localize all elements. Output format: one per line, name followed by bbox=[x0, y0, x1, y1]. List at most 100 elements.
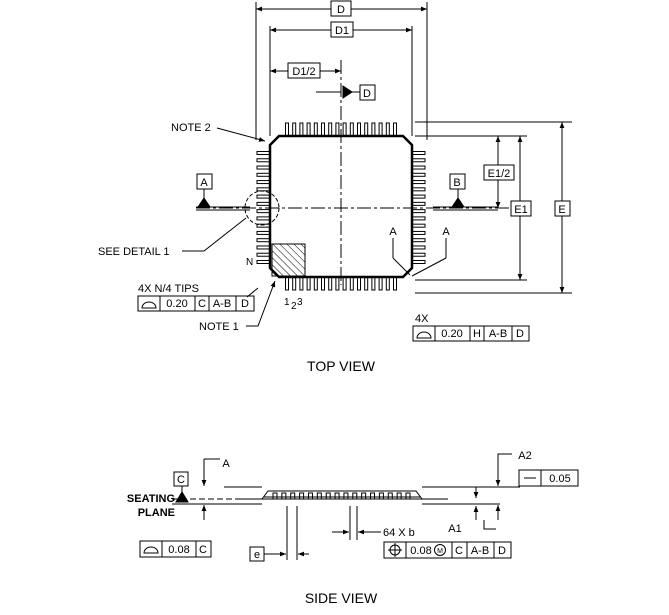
pin-lead bbox=[411, 216, 426, 221]
pin-lead bbox=[256, 194, 271, 199]
fcf-pos-ref3: D bbox=[498, 545, 506, 557]
fcf-right-ref2: A-B bbox=[489, 328, 507, 340]
pin-lead bbox=[357, 122, 361, 137]
side-body bbox=[261, 490, 423, 500]
pin-lead bbox=[256, 180, 271, 185]
profile-surface-icon bbox=[141, 301, 157, 309]
pin-lead bbox=[342, 276, 347, 291]
fcf-pos-ref1: C bbox=[455, 545, 463, 557]
datum-c-label: C bbox=[177, 474, 185, 486]
detail-circle bbox=[244, 190, 280, 226]
pin-lead bbox=[385, 276, 390, 291]
pin-lead bbox=[357, 276, 361, 291]
pin-lead bbox=[328, 276, 333, 291]
pin-lead bbox=[325, 492, 331, 500]
fcf-side-left-value: 0.08 bbox=[168, 544, 189, 556]
lead-width-label: 64 X b bbox=[383, 527, 415, 539]
pin-lead bbox=[411, 238, 426, 243]
pin-lead bbox=[364, 276, 369, 291]
mmc-circle bbox=[434, 544, 446, 556]
view-arrow-a-label: A bbox=[442, 226, 450, 238]
fcf-position-frame bbox=[383, 541, 512, 559]
pin-lead bbox=[364, 122, 369, 137]
note2-leader bbox=[216, 127, 266, 142]
profile-surface-icon bbox=[416, 331, 432, 339]
profile-surface-icon bbox=[143, 546, 159, 554]
pin-lead bbox=[411, 187, 426, 192]
dim-e1-label: E1 bbox=[514, 204, 527, 216]
pin-lead bbox=[292, 122, 297, 137]
pin-lead bbox=[313, 122, 318, 137]
pin-lead bbox=[256, 201, 271, 206]
top-view bbox=[137, 0, 572, 342]
pin-lead bbox=[371, 276, 376, 291]
fcf-pos-value: 0.08 bbox=[410, 545, 431, 557]
see-detail-leader bbox=[182, 217, 247, 252]
fcf-right-caption: 4X bbox=[415, 313, 429, 325]
dim-e1half-label: E1/2 bbox=[488, 168, 511, 180]
pin-lead bbox=[321, 122, 325, 137]
pin-lead bbox=[411, 209, 426, 214]
dim-a2-label: A2 bbox=[518, 450, 531, 462]
dim-a1-label: A1 bbox=[448, 523, 461, 535]
pin-lead bbox=[256, 216, 271, 221]
side-view-title: SIDE VIEW bbox=[305, 590, 378, 606]
pin-n-label: N bbox=[246, 257, 253, 268]
pin-lead bbox=[306, 122, 311, 137]
pin-lead bbox=[411, 180, 426, 185]
fcf-right-ref3: D bbox=[516, 328, 524, 340]
pin-lead bbox=[349, 276, 354, 291]
pin-lead bbox=[411, 223, 426, 228]
datum-a-triangle bbox=[197, 197, 211, 208]
pin-lead bbox=[299, 276, 304, 291]
pin-lead bbox=[335, 276, 340, 291]
pin-lead bbox=[342, 122, 347, 137]
pin-lead bbox=[396, 492, 402, 500]
pin-lead bbox=[411, 260, 426, 264]
pin-lead bbox=[352, 492, 358, 500]
datum-d-triangle bbox=[342, 85, 353, 99]
datum-b-triangle bbox=[451, 197, 465, 208]
fcf-left-ref2: A-B bbox=[213, 298, 231, 310]
fcf-side-left-frame bbox=[139, 540, 212, 558]
note1-label: NOTE 1 bbox=[199, 321, 239, 333]
pin-lead bbox=[328, 122, 333, 137]
pin-lead bbox=[299, 122, 304, 137]
pin-lead bbox=[411, 252, 426, 257]
pin-3-label: 3 bbox=[297, 297, 303, 308]
pin-1-label: 1 bbox=[284, 297, 290, 308]
pin-lead bbox=[290, 492, 296, 500]
datum-b-label: B bbox=[453, 177, 460, 189]
pin-2-label: 2 bbox=[291, 301, 297, 312]
view-arrow-a-label: A bbox=[389, 226, 397, 238]
datum-a-label: A bbox=[200, 177, 208, 189]
pin-lead bbox=[292, 276, 297, 291]
pin-lead bbox=[256, 230, 271, 235]
pin-lead bbox=[316, 492, 322, 500]
pin-lead bbox=[405, 492, 411, 500]
side-view-text: SEATING PLANE C A A2 A1 e 64 X b 0.05 0.… bbox=[127, 450, 571, 606]
fcf-left-frame bbox=[137, 295, 255, 312]
fcf-side-left-ref: C bbox=[199, 544, 207, 556]
pin-lead bbox=[411, 194, 426, 199]
see-detail-label: SEE DETAIL 1 bbox=[98, 246, 170, 258]
pin-lead bbox=[343, 492, 349, 500]
pin-lead bbox=[334, 492, 340, 500]
fcf-right-value: 0.20 bbox=[441, 328, 462, 340]
datum-d-label: D bbox=[363, 88, 371, 100]
pin-lead bbox=[256, 165, 271, 170]
fcf-pos-mod: M bbox=[437, 548, 443, 555]
pin-lead bbox=[256, 245, 271, 250]
pin-lead bbox=[321, 276, 325, 291]
dim-e-label: E bbox=[558, 204, 565, 216]
pin-lead bbox=[411, 230, 426, 235]
pin-lead bbox=[411, 158, 426, 163]
pin-lead bbox=[371, 122, 376, 137]
pin-lead bbox=[393, 276, 397, 291]
datum-c-triangle bbox=[175, 491, 189, 503]
pin-lead bbox=[256, 151, 271, 155]
fcf-left-value: 0.20 bbox=[166, 298, 187, 310]
dim-d1-label: D1 bbox=[335, 25, 349, 37]
pin-lead bbox=[285, 122, 289, 137]
pin-lead bbox=[272, 492, 278, 500]
